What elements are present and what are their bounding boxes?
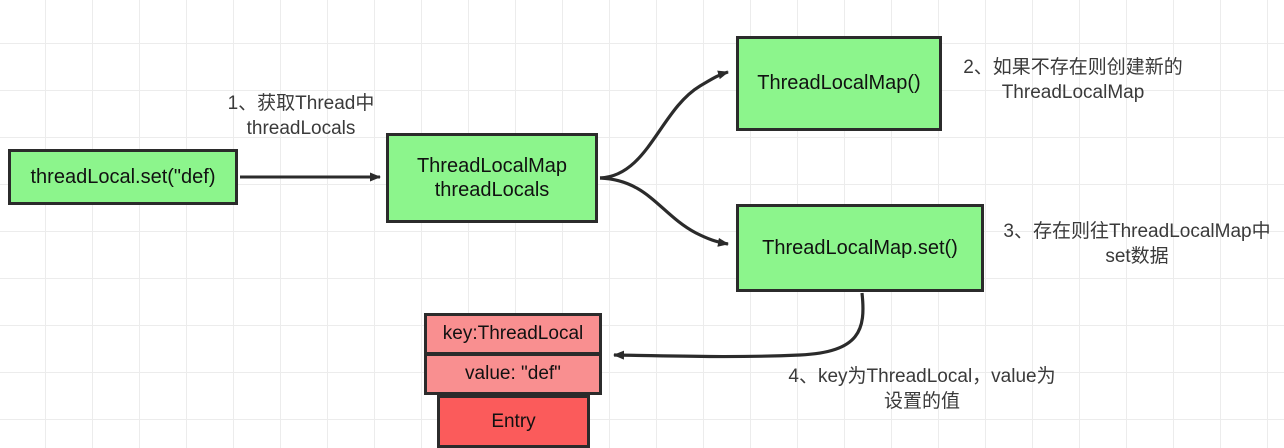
node-threadlocalmap-constructor[interactable]: ThreadLocalMap() [736, 36, 942, 131]
entry-value-cell[interactable]: value: "def" [424, 353, 602, 395]
entry-title-cell[interactable]: Entry [437, 395, 590, 448]
entry-key-cell[interactable]: key:ThreadLocal [424, 313, 602, 355]
annotation-step-4: 4、key为ThreadLocal，value为 设置的值 [788, 366, 1056, 412]
node-threadlocalmap-set[interactable]: ThreadLocalMap.set() [736, 204, 984, 292]
node-threadlocal-set[interactable]: threadLocal.set("def) [8, 149, 238, 205]
annotation-step-3: 3、存在则往ThreadLocalMap中 set数据 [1003, 221, 1271, 267]
annotation-step-2: 2、如果不存在则创建新的 ThreadLocalMap [963, 57, 1183, 103]
connector-field-to-ctor [599, 70, 729, 180]
connector-field-to-set [599, 176, 729, 247]
annotation-step-1: 1、获取Thread中 threadLocals [227, 93, 375, 139]
node-threadlocalmap-threadlocals[interactable]: ThreadLocalMap threadLocals [386, 133, 598, 223]
connector-set-to-entry [613, 292, 865, 360]
